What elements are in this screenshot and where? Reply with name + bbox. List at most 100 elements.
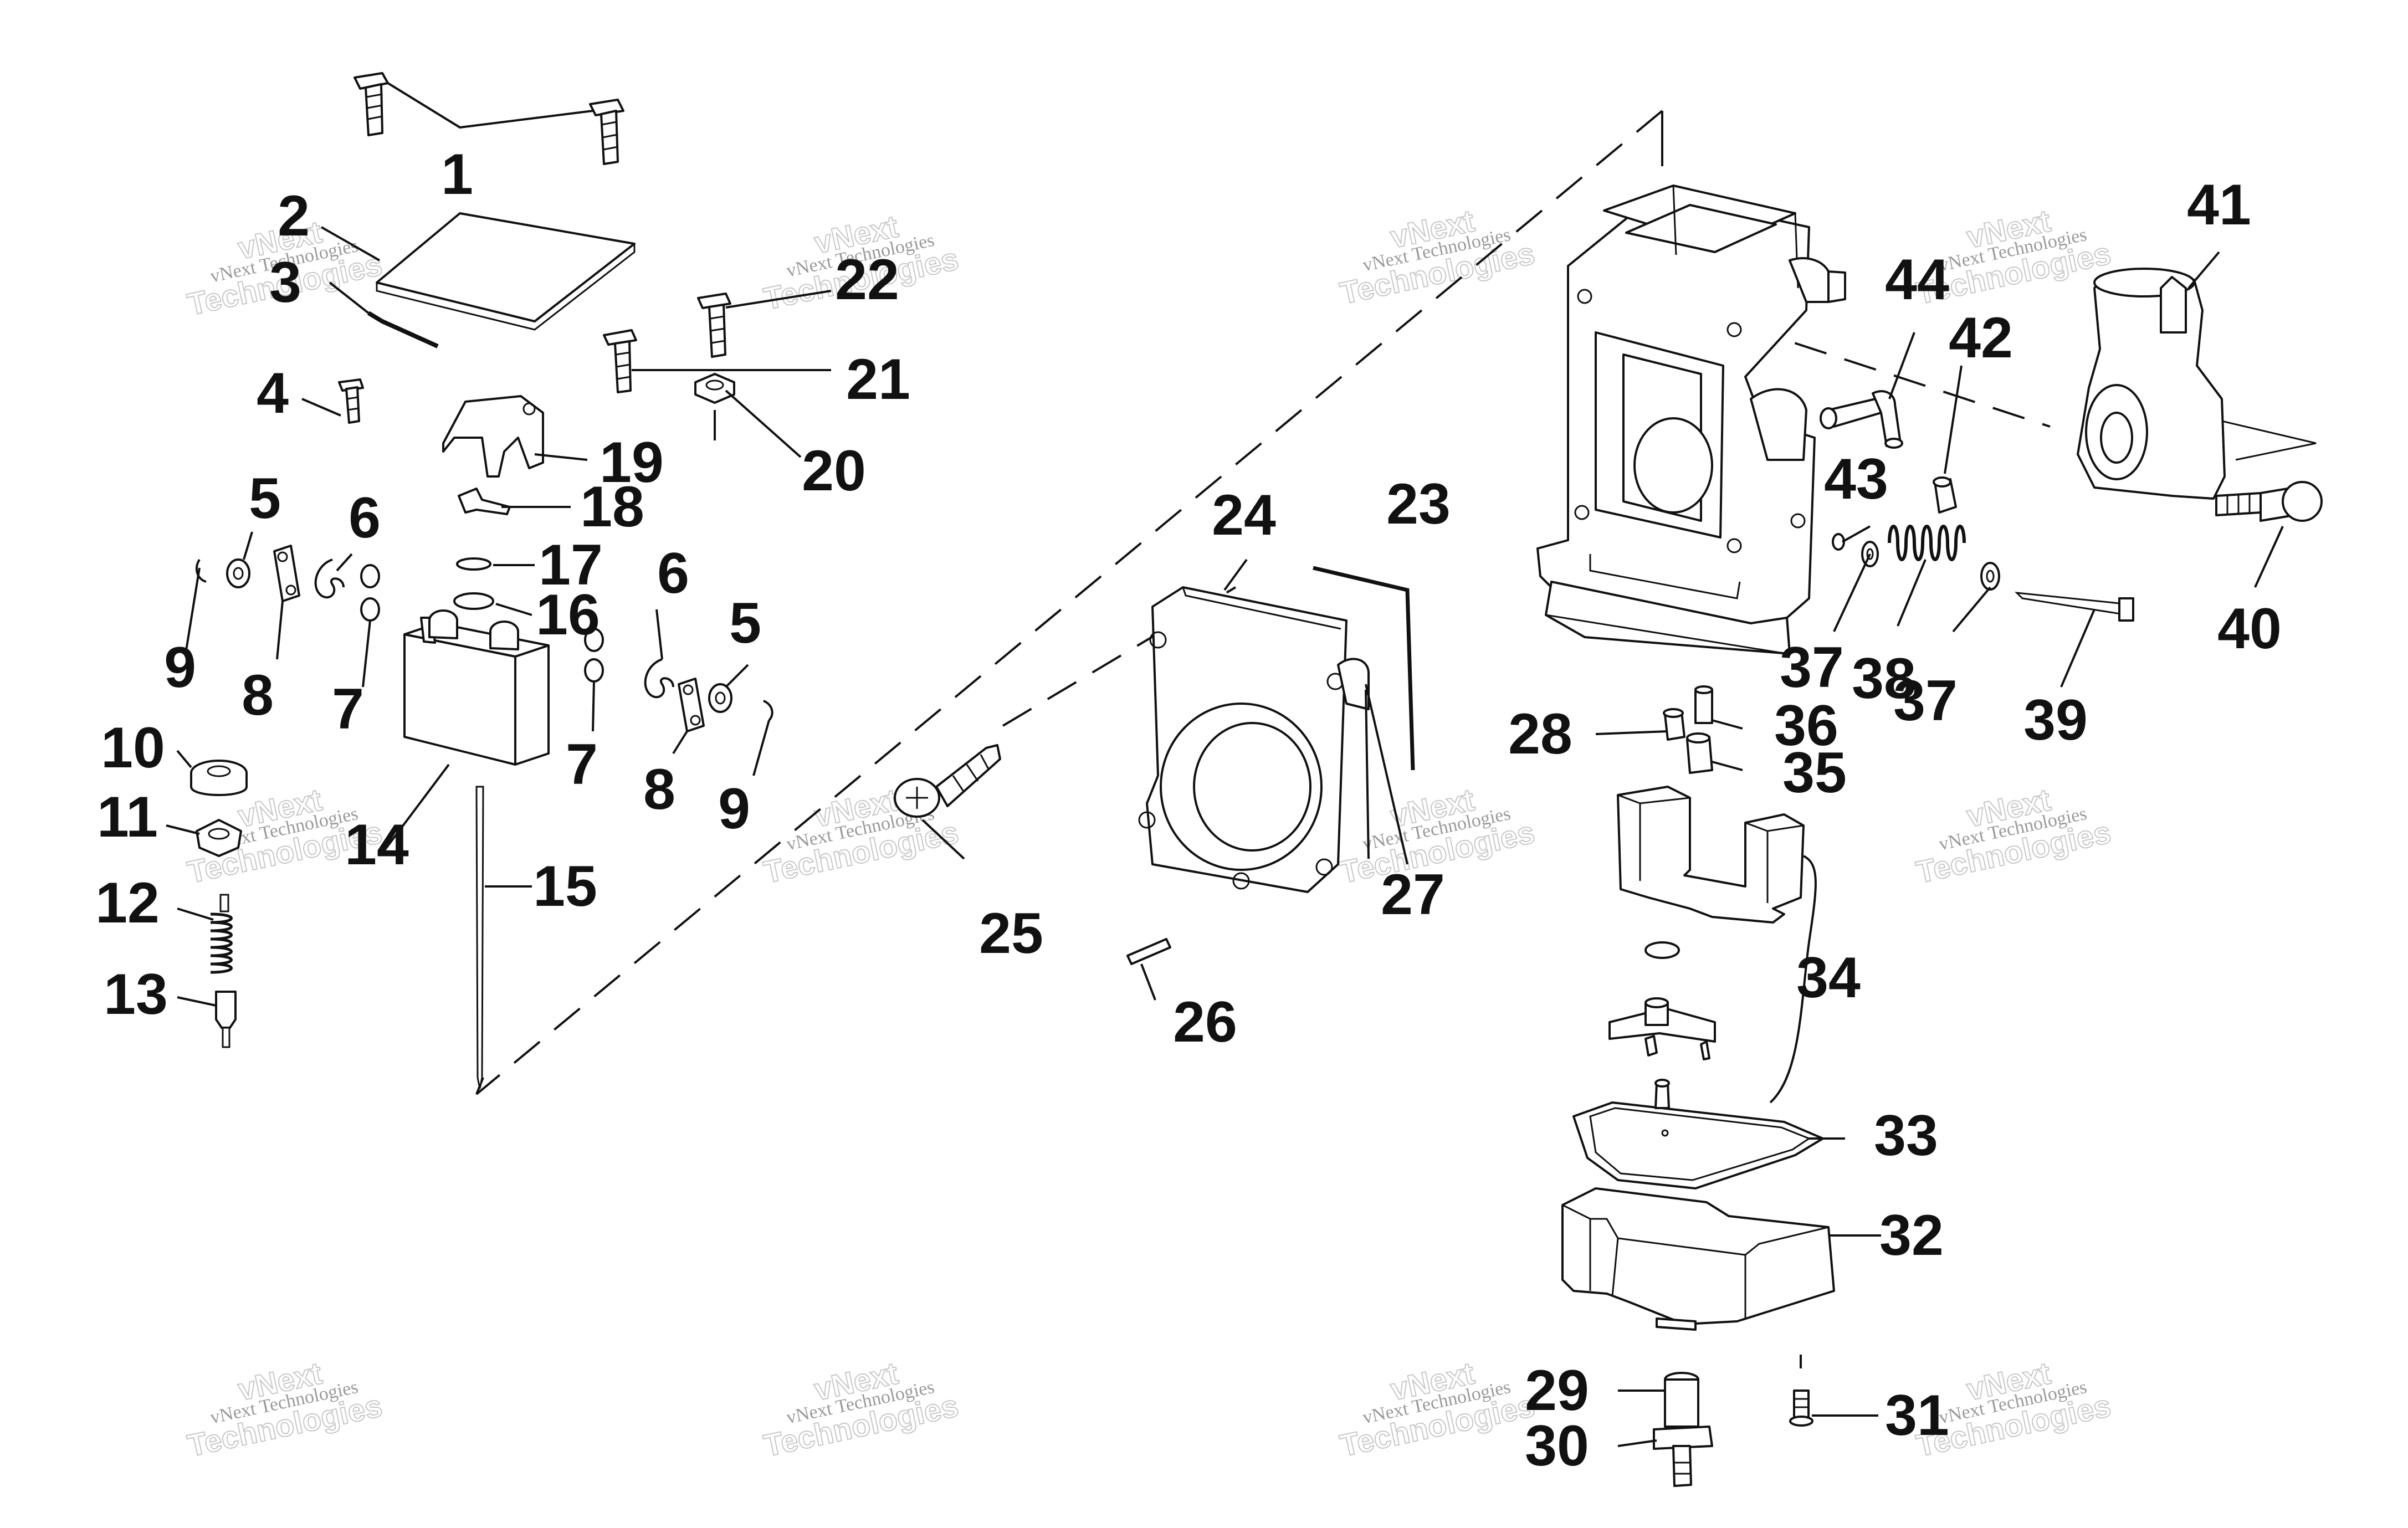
callout-43: 43 xyxy=(1824,447,1888,511)
part-5-washer-right xyxy=(708,683,732,713)
carburetor-body xyxy=(1536,184,1846,655)
callout-4: 4 xyxy=(257,361,289,425)
part-40-screw xyxy=(2215,481,2323,522)
part-20-nut xyxy=(694,373,735,440)
callout-11: 11 xyxy=(97,785,158,849)
part-17-clip xyxy=(456,557,491,571)
callout-37-left: 37 xyxy=(1780,635,1844,700)
part-22-screw xyxy=(697,293,731,358)
callout-6-left: 6 xyxy=(349,486,381,550)
callout-7-right: 7 xyxy=(566,732,598,797)
callout-36: 36 xyxy=(1774,694,1838,758)
part-11-adjuster xyxy=(196,819,242,857)
callout-14: 14 xyxy=(345,813,409,877)
callout-34: 34 xyxy=(1796,946,1861,1010)
callout-42: 42 xyxy=(1949,306,2013,370)
callout-labels: 1 2 3 4 5 6 7 8 9 10 11 12 13 14 15 16 1… xyxy=(95,142,2282,1478)
watermark-11: vNext vNext Technologies Technologies xyxy=(1336,1355,1538,1463)
watermark-8: vNext vNext Technologies Technologies xyxy=(1913,781,2114,890)
part-41-lever xyxy=(2077,268,2317,500)
callout-21: 21 xyxy=(846,347,910,412)
part-6-clip-left xyxy=(314,558,345,599)
part-24-throttle-plate xyxy=(1138,586,1370,893)
part-15-needle xyxy=(475,786,484,1089)
callout-44: 44 xyxy=(1885,248,1949,312)
part-12-spring xyxy=(210,894,233,974)
part-44-fitting xyxy=(1820,390,1903,449)
callout-39: 39 xyxy=(2023,688,2088,752)
callout-1: 1 xyxy=(441,142,473,207)
callout-3: 3 xyxy=(269,250,301,315)
callout-12: 12 xyxy=(95,871,160,935)
part-16-washer xyxy=(453,592,494,610)
part-39-needle xyxy=(2014,592,2134,622)
part-36-jet xyxy=(1694,685,1713,724)
callout-33: 33 xyxy=(1874,1104,1938,1168)
part-28-jet xyxy=(1663,708,1685,741)
callout-7-left: 7 xyxy=(332,677,364,741)
part-7-bushing-left xyxy=(360,564,380,622)
part-9-ring-left xyxy=(195,558,207,583)
callout-41: 41 xyxy=(2187,173,2251,237)
callout-38: 38 xyxy=(1852,647,1916,711)
part-3-gasket-line xyxy=(367,311,439,348)
part-42-cap xyxy=(1933,476,1957,514)
callout-20: 20 xyxy=(802,439,866,503)
callout-24: 24 xyxy=(1212,483,1276,547)
part-13-needle-valve xyxy=(215,991,237,1048)
part-33-gasket xyxy=(1572,1079,1824,1189)
part-26-pin xyxy=(1126,938,1171,965)
part-31-screw xyxy=(1789,1355,1813,1427)
part-35-jet xyxy=(1686,732,1713,774)
callout-31: 31 xyxy=(1885,1383,1949,1448)
part-14-slide xyxy=(403,609,550,766)
part-2-cover-plate xyxy=(376,212,636,331)
callout-22: 22 xyxy=(835,248,899,312)
part-10-nut xyxy=(190,760,248,796)
watermark-2: vNext vNext Technologies Technologies xyxy=(760,208,962,316)
part-19-bracket xyxy=(442,395,544,478)
callout-23: 23 xyxy=(1386,472,1451,536)
part-5-washer-left xyxy=(226,558,250,588)
callout-29: 29 xyxy=(1525,1358,1589,1423)
callout-10: 10 xyxy=(101,716,165,780)
part-38-spring xyxy=(1888,525,1966,561)
part-18-link xyxy=(458,488,511,515)
callout-5-right: 5 xyxy=(729,591,761,655)
callout-9-left: 9 xyxy=(164,635,196,700)
part-21-screw xyxy=(603,329,637,393)
callout-35: 35 xyxy=(1782,741,1847,805)
callout-40: 40 xyxy=(2217,597,2282,661)
callout-26: 26 xyxy=(1173,990,1237,1054)
part-23-line xyxy=(1313,566,1415,771)
part-4-screw xyxy=(338,378,364,424)
part-8-link-left xyxy=(273,545,300,602)
callout-8-right: 8 xyxy=(643,757,675,822)
callout-28: 28 xyxy=(1508,702,1572,766)
watermark-3: vNext vNext Technologies Technologies xyxy=(1336,202,1538,311)
callout-37-right: 37 xyxy=(1893,669,1958,733)
watermark-9: vNext vNext Technologies Technologies xyxy=(184,1355,386,1463)
callout-17: 17 xyxy=(539,533,603,597)
callout-30: 30 xyxy=(1525,1414,1589,1478)
leader-lines xyxy=(166,226,2284,1447)
callout-25: 25 xyxy=(979,901,1043,966)
callout-2: 2 xyxy=(278,184,310,248)
callout-13: 13 xyxy=(104,962,168,1027)
callout-5-left: 5 xyxy=(249,466,281,531)
callout-27: 27 xyxy=(1381,863,1445,927)
part-9-ring-right xyxy=(763,700,773,721)
watermark-12: vNext vNext Technologies Technologies xyxy=(1913,1355,2114,1463)
callout-15: 15 xyxy=(533,854,597,919)
part-32-float-bowl xyxy=(1561,1187,1835,1331)
part-6-clip-right xyxy=(644,658,674,699)
part-25-screw xyxy=(894,744,1001,860)
callout-16: 16 xyxy=(536,583,600,647)
callout-18: 18 xyxy=(580,475,644,539)
part-37-washer-right xyxy=(1980,562,2000,591)
part-27-pin xyxy=(1365,684,1408,865)
assembly-line-main xyxy=(475,110,1663,1095)
callout-8-left: 8 xyxy=(242,663,274,727)
callout-9-right: 9 xyxy=(718,777,750,841)
